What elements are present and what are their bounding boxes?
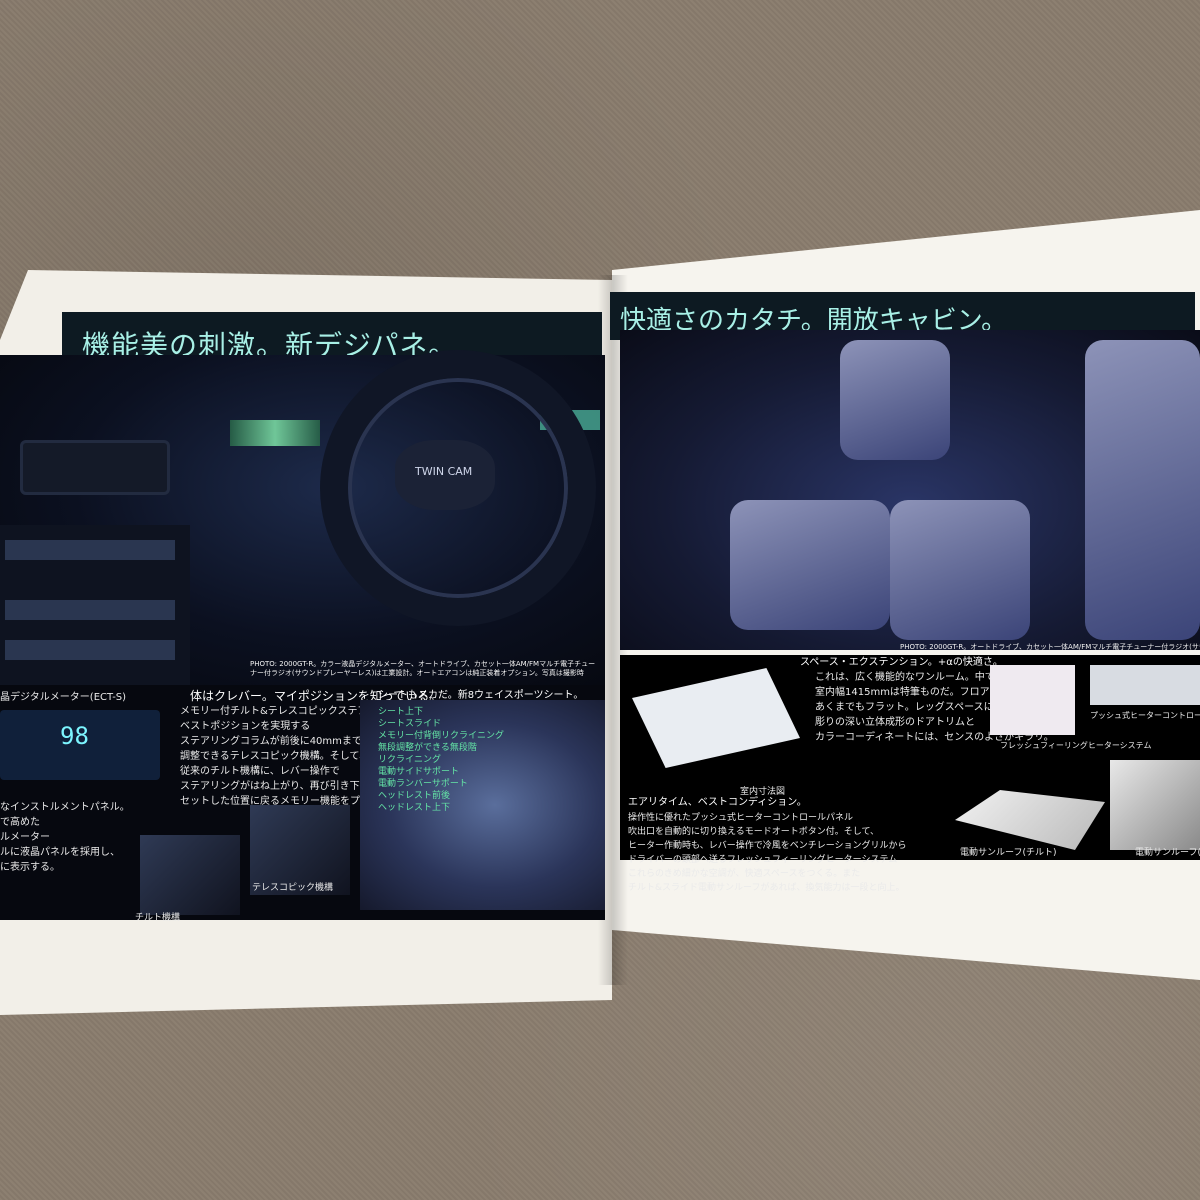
telescopic-label: テレスコピック機構: [252, 883, 334, 893]
heater-figure: [990, 665, 1075, 735]
steering-hub: [395, 440, 495, 510]
space-line: これは、広く機能的なワンルーム。中でも: [815, 672, 1005, 683]
seat-item: シート上下: [378, 707, 424, 717]
air-vents: [20, 440, 170, 495]
seat-item: ヘッドレスト上下: [378, 803, 451, 813]
panel-line: で高めた: [0, 817, 40, 828]
console-row: [5, 600, 175, 620]
tilt-line: メモリー付チルト&テレスコピックステアリングが: [180, 706, 408, 717]
sunroof-slide-photo: [1110, 760, 1200, 850]
seat-item: 電動サイドサポート: [378, 767, 460, 777]
seat-item: リクライニング: [378, 755, 442, 765]
panel-line: ルに液晶パネルを採用し、: [0, 847, 120, 858]
tilt-photo: [140, 835, 240, 915]
air-line: エアリタイム、ベストコンディション。: [628, 797, 807, 808]
seat-photo: [360, 700, 605, 910]
space-line: 彫りの深い立体成形のドアトリムと: [815, 717, 975, 728]
console-row: [5, 640, 175, 660]
tilt-line: ステアリングコラムが前後に40mmまで: [180, 736, 362, 747]
tilt-line: ベストポジションを実現する: [180, 721, 311, 732]
panel-label: プッシュ式ヒーターコントロールパネル(ス: [1090, 711, 1200, 720]
panel-line: ルメーター: [0, 832, 50, 843]
heater-label: フレッシュフィーリングヒーターシステム: [1000, 741, 1152, 750]
space-line: 室内幅1415mmは特筆ものだ。フロアは: [815, 687, 1000, 698]
lcd-display: [230, 420, 320, 446]
telescopic-photo: [250, 805, 350, 895]
air-line: 吹出口を自動的に切り換えるモードオートボタン付。そして、: [628, 827, 880, 837]
tilt-line: 従来のチルト機構に、レバー操作で: [180, 766, 340, 777]
tilt-heading: 体はクレバー。マイポジションを知っている。: [190, 689, 442, 703]
console-row: [5, 540, 175, 560]
panel-line: なインストルメントパネル。: [0, 802, 130, 813]
sunroof-tilt-label: 電動サンルーフ(チルト): [960, 848, 1057, 858]
driver-seat: [890, 500, 1030, 640]
air-line: 操作性に優れたプッシュ式ヒーターコントロールパネル: [628, 813, 854, 823]
seat-heading: シートもメカだ。新8ウェイスポーツシート。: [378, 690, 584, 701]
space-line: スペース・エクステンション。+αの快適さ。: [800, 657, 1003, 668]
air-line: チルト&スライド電動サンルーフがあれば、換気能力は一段と向上。: [628, 883, 905, 893]
front-seat-lower: [730, 500, 890, 630]
left-photo-caption: PHOTO: 2000GT-R。カラー液晶デジタルメーター、オートドライブ、カセ…: [250, 660, 596, 677]
air-line: これらのきめ細かな空調が、快適スペースをつくる。また: [628, 869, 861, 879]
seat-item: メモリー付背倒リクライニング: [378, 731, 505, 741]
diagram-label: 室内寸法図: [740, 787, 786, 797]
panel-line: に表示する。: [0, 862, 60, 873]
air-line: ヒーター作動時も、レバー操作で冷風をベンチレーショングリルから: [628, 841, 907, 851]
tilt-line: ステアリングがはね上がり、再び引き下げれば: [180, 781, 390, 792]
tilt-line: 調整できるテレスコピック機構。そして、: [180, 751, 369, 762]
right-photo-caption: PHOTO: 2000GT-R。オートドライブ、カセット一体AM/FMマルチ電子…: [900, 643, 1200, 651]
meter-label: 晶デジタルメーター(ECT-S): [0, 692, 127, 703]
seat-item: ヘッドレスト前後: [378, 791, 451, 801]
tilt-label: チルト機構: [135, 913, 181, 923]
control-panel-photo: [1090, 665, 1200, 705]
air-line: ドライバーの頭部へ送るフレッシュフィーリングヒーターシステム: [628, 855, 898, 865]
hub-label: TWIN CAM: [415, 465, 473, 478]
meter-value: 98: [60, 722, 89, 750]
front-seat: [840, 340, 950, 460]
space-line: あくまでもフラット。レッグスペースにもゆとり。: [815, 702, 1044, 713]
sunroof-slide-label: 電動サンルーフ(ス: [1135, 848, 1200, 858]
seat-item: 無段調整ができる無段階: [378, 743, 477, 753]
seat-item: 電動ランバーサポート: [378, 779, 468, 789]
seat-item: シートスライド: [378, 719, 442, 729]
digital-meter: [0, 710, 160, 780]
rear-seat: [1085, 340, 1200, 640]
tilt-line: セットした位置に戻るメモリー機能をプラスした。: [180, 796, 410, 807]
space-line: カラーコーディネートには、センスのよさがキラリ。: [815, 732, 1054, 743]
